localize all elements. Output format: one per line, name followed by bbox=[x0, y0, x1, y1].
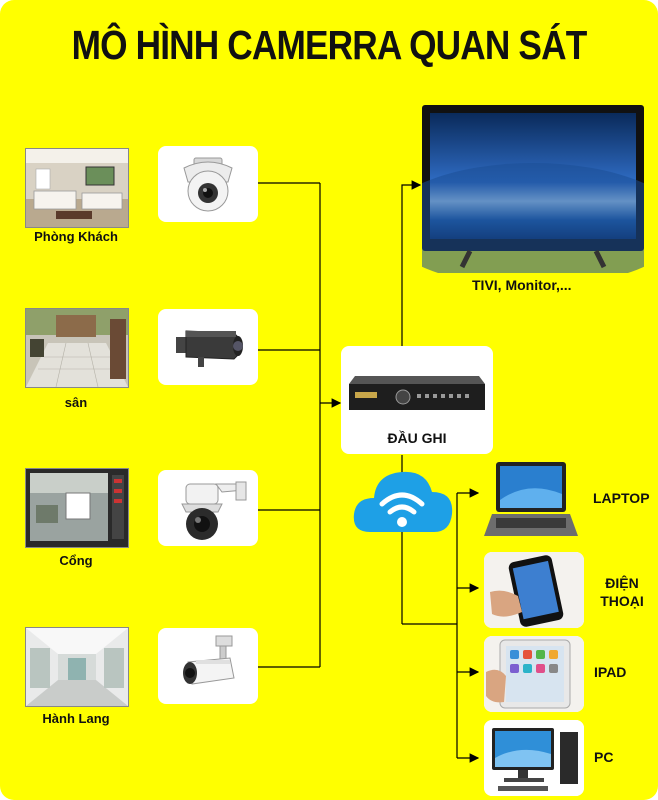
laptop-label: LAPTOP bbox=[593, 490, 650, 506]
cloud-wifi bbox=[350, 462, 456, 538]
camera-box-1 bbox=[158, 146, 258, 222]
dvr-icon bbox=[349, 376, 485, 410]
location-label-living-room: Phòng Khách bbox=[34, 229, 118, 244]
smartphone-icon bbox=[484, 552, 584, 628]
ipad-device bbox=[484, 636, 584, 712]
wifi-cloud-icon bbox=[353, 471, 453, 532]
camera-box-3 bbox=[158, 470, 258, 546]
tv-icon bbox=[383, 105, 658, 287]
camera-box-2 bbox=[158, 309, 258, 385]
tablet-icon bbox=[484, 636, 584, 712]
ptz-camera-icon bbox=[181, 481, 247, 540]
hallway-photo bbox=[25, 627, 129, 707]
wall-bullet-camera-icon bbox=[183, 635, 235, 685]
gate-photo bbox=[25, 468, 129, 548]
phone-label: ĐIỆN THOẠI bbox=[600, 575, 644, 609]
yard-photo bbox=[25, 308, 129, 388]
location-label-yard: sân bbox=[64, 395, 88, 410]
location-label-gate: Cổng bbox=[59, 553, 93, 568]
tv-monitor bbox=[383, 105, 658, 287]
tv-label: TIVI, Monitor,... bbox=[472, 277, 572, 293]
recorder-box: ĐẦU GHI bbox=[341, 346, 493, 454]
bullet-camera-icon bbox=[176, 330, 243, 367]
recorder-label: ĐẦU GHI bbox=[387, 430, 447, 446]
laptop-device bbox=[482, 460, 578, 542]
phone-device bbox=[484, 552, 584, 628]
living-room-photo bbox=[25, 148, 129, 228]
ipad-label: IPAD bbox=[594, 664, 627, 680]
pc-device bbox=[484, 720, 584, 796]
pc-label: PC bbox=[594, 749, 614, 765]
location-label-hallway: Hành Lang bbox=[42, 711, 110, 726]
dome-camera-icon bbox=[183, 157, 233, 212]
camera-box-4 bbox=[158, 628, 258, 704]
desktop-pc-icon bbox=[484, 720, 584, 796]
laptop-icon bbox=[484, 462, 578, 536]
diagram-title: MÔ HÌNH CAMERRA QUAN SÁT bbox=[71, 22, 588, 68]
